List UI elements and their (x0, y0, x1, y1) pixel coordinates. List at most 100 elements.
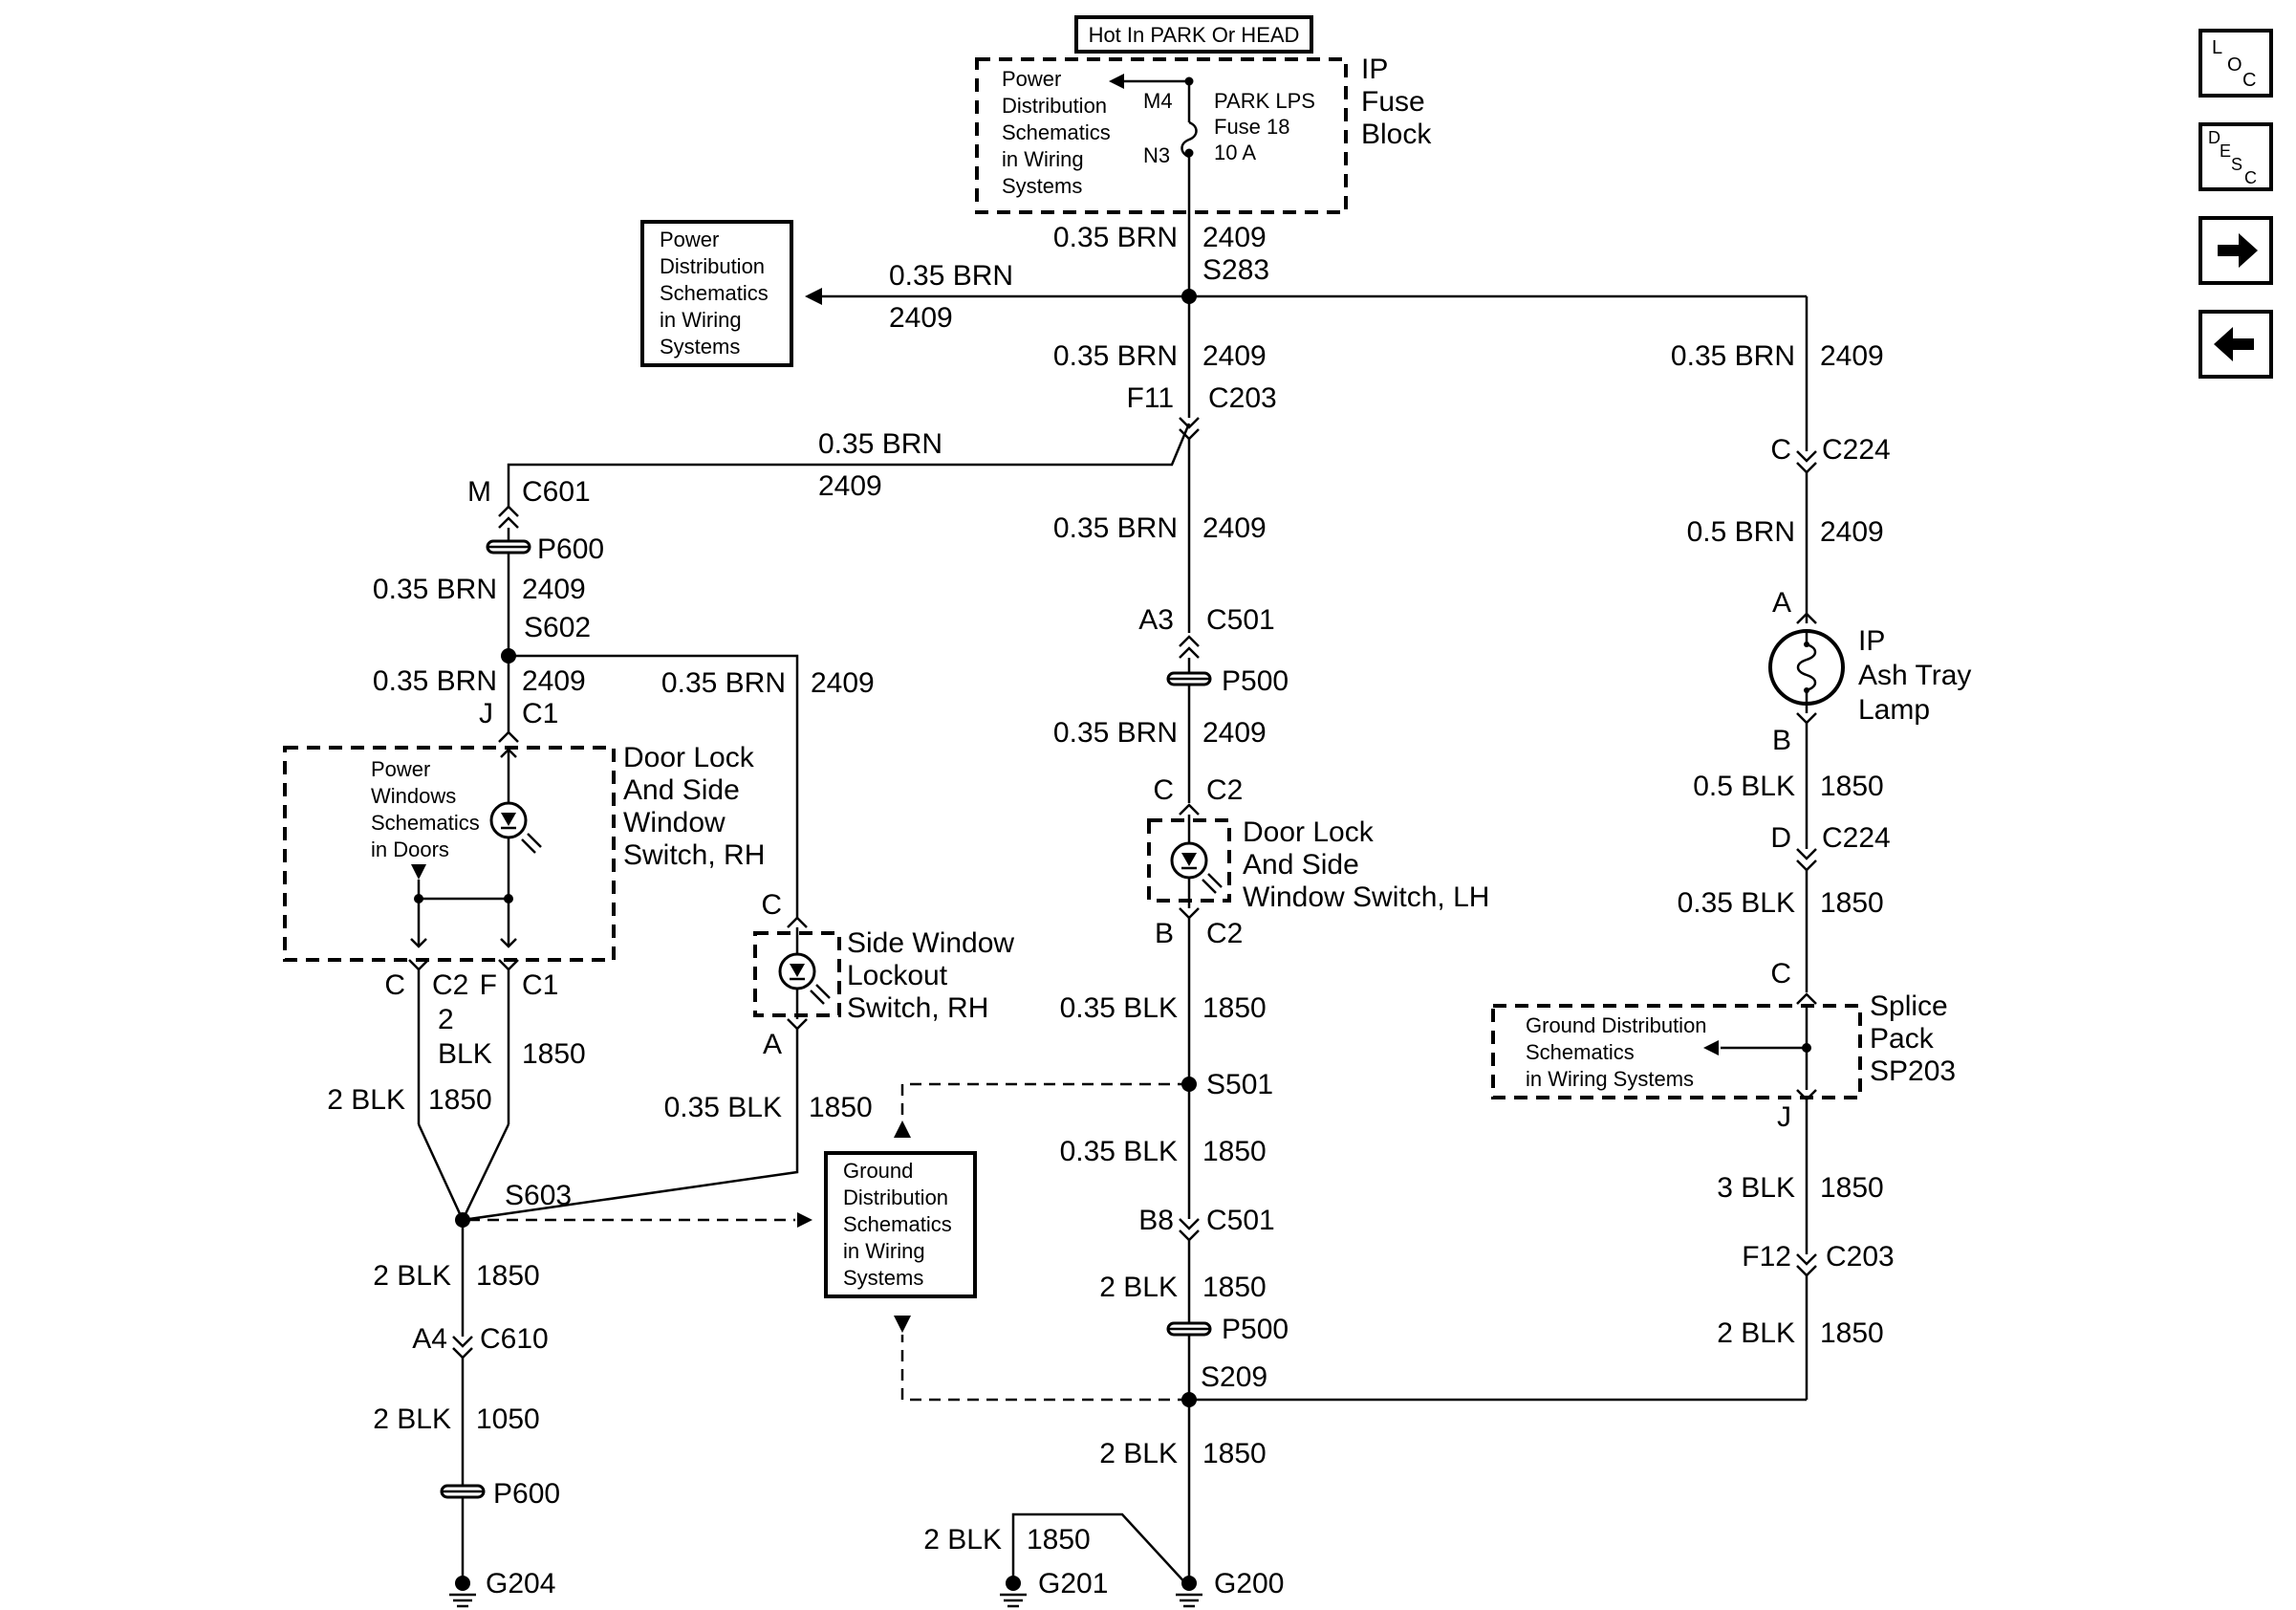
lockout-pin-c: C (761, 889, 782, 921)
ground-g201: G201 (1038, 1568, 1108, 1599)
wire-c224-top-gauge: 0.35 BRN (1671, 340, 1795, 372)
wire-rh-f-merge (461, 1123, 510, 1221)
ground-dist-ref-3: Schematics (843, 1212, 952, 1236)
lockout-led-triangle (790, 964, 805, 977)
g201-ground-dot (1006, 1576, 1021, 1591)
desc-button[interactable]: D E S C (2199, 122, 2273, 191)
lh-switch-label-2: And Side (1243, 849, 1359, 881)
wire-s501-circuit: 1850 (1202, 992, 1267, 1024)
conn-rh-c1-bottom: C1 (522, 969, 558, 1001)
conn-f11-pin: F11 (1127, 382, 1174, 414)
wire-sp203-top-gauge: 0.35 BLK (1678, 887, 1795, 919)
lamp-pin-b: B (1772, 725, 1791, 756)
loc-letter-c: C (2242, 70, 2256, 91)
prev-page-button[interactable] (2199, 310, 2273, 379)
fuse-block-title-3: Block (1361, 119, 1432, 150)
desc-letter-d: D (2208, 128, 2220, 147)
rh-switch-f-arrow (500, 938, 517, 948)
conn-rh-c1-top: C1 (522, 698, 558, 729)
conn-c610: C610 (480, 1323, 549, 1355)
splice-s209: S209 (1201, 1361, 1267, 1393)
dash-s603-arrowhead (797, 1212, 812, 1228)
ash-tray-label-2: Ash Tray (1858, 660, 1971, 691)
ground-dist-splice-2: Schematics (1526, 1040, 1635, 1064)
ground-dist-ref-5: Systems (843, 1266, 923, 1290)
lockout-label-3: Switch, RH (847, 992, 988, 1024)
wire-c601-branch (507, 423, 1191, 507)
arrow-left-icon (2214, 327, 2254, 361)
fuse-pin-n3: N3 (1143, 143, 1170, 167)
power-dist-arrowhead (805, 288, 822, 305)
conn-b8-pin: B8 (1138, 1205, 1174, 1236)
power-windows-arrowhead (411, 864, 426, 880)
splice-s603: S603 (505, 1180, 572, 1211)
splice-pack-label-2: Pack (1870, 1023, 1935, 1055)
lh-switch-label-3: Window Switch, LH (1243, 881, 1489, 913)
wire-g201 (1011, 1512, 1190, 1588)
conn-c501-top: C501 (1206, 604, 1275, 636)
loc-button[interactable]: L O C (2199, 29, 2273, 98)
g204-ground-dot (455, 1576, 470, 1591)
rh-switch-outline (283, 746, 616, 962)
conn-c224-bottom-pin: D (1770, 822, 1791, 854)
conn-p500-top: P500 (1222, 665, 1289, 697)
next-page-button[interactable] (2199, 216, 2273, 285)
lockout-label-2: Lockout (847, 960, 948, 991)
wire-c203-circuit: 2409 (1202, 340, 1267, 372)
wire-lockout-feed-circuit: 2409 (811, 667, 875, 699)
conn-lh-bottom-symbol (1179, 907, 1200, 920)
splice-pack-arrowhead (1703, 1040, 1719, 1055)
wire-c224-top-circuit: 2409 (1820, 340, 1884, 372)
wire-rh-top-gauge: 0.35 BRN (373, 665, 497, 697)
wire-p500-bottom-gauge: 2 BLK (1099, 1272, 1178, 1303)
ip-fuse-block-outline (975, 57, 1348, 214)
wire-g201-circuit: 1850 (1027, 1524, 1091, 1556)
conn-c610-symbol (452, 1336, 473, 1348)
conn-c224-bottom-symbol-2 (1796, 859, 1817, 872)
ground-dist-ref-box (824, 1151, 977, 1298)
rh-switch-node-f (504, 894, 513, 903)
wire-rh-c-gauge: 2 BLK (327, 1084, 405, 1116)
wire-lamp-top-gauge: 0.5 BRN (1687, 516, 1795, 548)
lh-switch-led-ray-1 (1202, 879, 1217, 894)
ground-dist-ref-4: in Wiring (843, 1239, 925, 1263)
wire-lamp-bottom-circuit: 1850 (1820, 771, 1884, 802)
wire-c610-gauge: 2 BLK (373, 1260, 451, 1292)
splice-pack-outline (1491, 1004, 1862, 1099)
sp203-pin-j: J (1777, 1101, 1791, 1133)
conn-c224-top-symbol-2 (1796, 462, 1817, 474)
fuse-element-icon (1180, 120, 1198, 159)
power-windows-ref-4: in Doors (371, 838, 449, 861)
lockout-pin-a: A (763, 1029, 782, 1060)
dash-s209-arrowhead (894, 1316, 911, 1333)
wire-power-dist-gauge: 0.35 BRN (889, 260, 1013, 292)
splice-s501: S501 (1206, 1069, 1273, 1100)
wire-main-top-gauge: 0.35 BRN (1053, 222, 1178, 253)
desc-letter-s: S (2231, 155, 2242, 174)
splice-s602: S602 (524, 612, 591, 643)
ground-g200: G200 (1214, 1568, 1284, 1599)
wire-p500-bottom-circuit: 1850 (1202, 1272, 1267, 1303)
wire-sp203-top-circuit: 1850 (1820, 887, 1884, 919)
wire-lockout-feed (509, 654, 799, 918)
power-windows-ref-1: Power (371, 757, 430, 781)
desc-letter-e: E (2220, 141, 2231, 161)
rh-switch-c-arrow (410, 938, 427, 948)
sp203-top-symbol (1796, 992, 1817, 1005)
wire-s209-right-gauge: 2 BLK (1717, 1317, 1795, 1349)
fuse-block-title-2: Fuse (1361, 86, 1425, 118)
conn-c501-bottom-symbol-2 (1179, 1229, 1200, 1242)
conn-rh-f-pin: F (480, 969, 497, 1001)
rh-switch-label-3: Window (623, 807, 726, 838)
power-dist-ref-3: Schematics (660, 281, 769, 305)
conn-c501-top-symbol (1179, 635, 1200, 647)
ground-dist-splice-3: in Wiring Systems (1526, 1067, 1694, 1091)
ground-dist-ref-1: Ground (843, 1159, 913, 1183)
lockout-label-1: Side Window (847, 927, 1014, 959)
power-dist-ref-2: Distribution (660, 254, 765, 278)
fuse-ref-2: Distribution (1002, 94, 1107, 118)
ash-tray-label-3: Lamp (1858, 694, 1930, 726)
conn-c224-top: C224 (1822, 434, 1891, 466)
loc-icon (2199, 29, 2273, 98)
conn-c203-bottom-symbol-2 (1796, 1265, 1817, 1277)
